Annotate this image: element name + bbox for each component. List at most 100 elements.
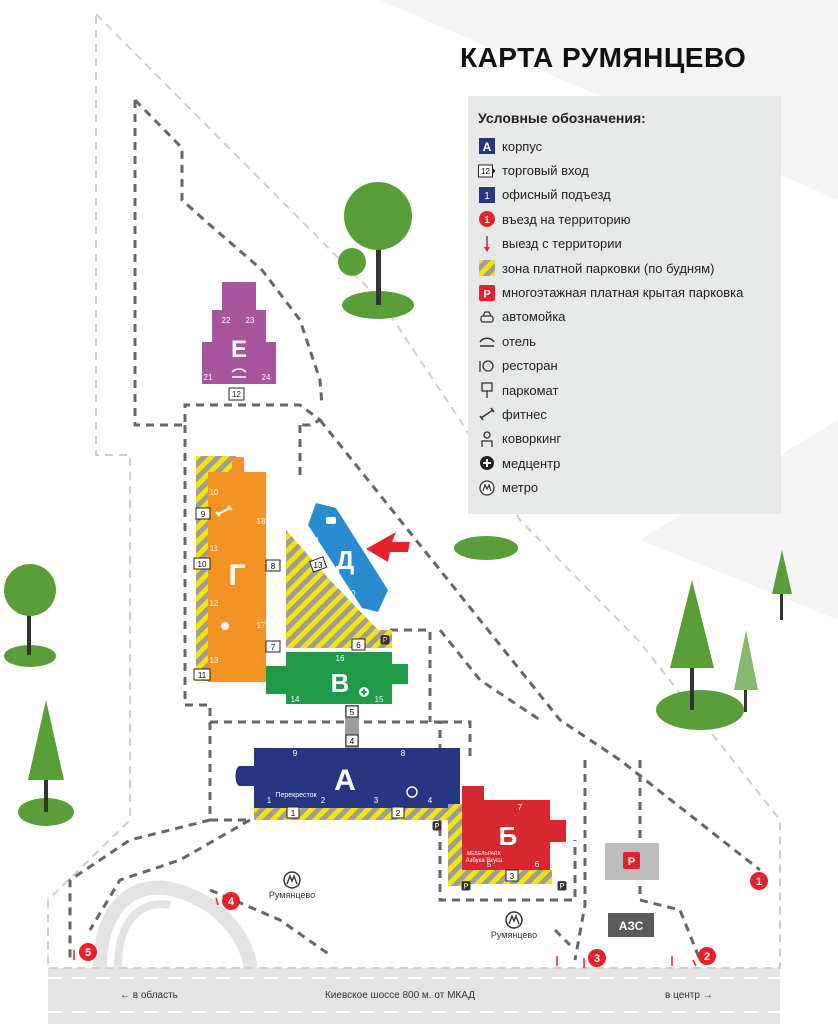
road-direction-left: ← в область: [120, 989, 178, 1001]
svg-text:4: 4: [428, 796, 433, 805]
store-azbuka-vkusa: Азбука Вкуса: [466, 858, 503, 864]
shop-entrance-3: 3: [510, 872, 515, 881]
svg-text:7: 7: [518, 803, 523, 812]
paid-parking-stripes-icon: [478, 259, 496, 277]
svg-text:10: 10: [210, 488, 219, 497]
svg-text:2: 2: [704, 951, 710, 963]
svg-text:3: 3: [594, 953, 600, 965]
svg-text:2: 2: [321, 796, 326, 805]
metro-icon: [505, 911, 523, 929]
svg-text:21: 21: [204, 373, 213, 382]
shop-entrance-4: 4: [350, 737, 355, 746]
car-wash-icon: [326, 517, 336, 524]
parking-p-icon: P: [478, 284, 496, 302]
svg-text:1: 1: [484, 191, 490, 202]
parking-meter-icon: 🅿: [461, 881, 471, 893]
svg-text:10: 10: [198, 560, 207, 569]
legend-item: ресторан: [478, 354, 771, 378]
legend-item-label: фитнес: [502, 406, 547, 422]
shop-entrance-12: 12: [232, 390, 241, 399]
legend-item-label: выезд с территории: [502, 236, 622, 252]
tree-decoration: [4, 182, 792, 826]
parking-meter-icon: [478, 381, 496, 399]
legend-item: паркомат: [478, 378, 771, 402]
building-d-letter: Д: [336, 545, 355, 575]
exit-arrow-icon: [73, 897, 697, 968]
restaurant-icon: [478, 357, 496, 375]
territory-outline: [47, 11, 781, 969]
building-g[interactable]: Г 10 11 12 13 18 17: [208, 457, 266, 682]
legend-item-label: офисный подъезд: [502, 187, 611, 203]
metro-label: Румянцево: [269, 890, 315, 900]
parking-meter-icon: 🅿: [557, 881, 567, 893]
svg-text:9: 9: [201, 510, 206, 519]
entry-marker-3[interactable]: 3: [588, 949, 606, 967]
svg-text:8: 8: [401, 749, 406, 758]
road-name: Киевское шоссе 800 м. от МКАД: [325, 990, 475, 1001]
entry-marker-1[interactable]: 1: [750, 872, 768, 890]
parking-meter-icon: 🅿: [432, 821, 442, 833]
svg-text:А: А: [483, 140, 492, 154]
svg-text:22: 22: [222, 316, 231, 325]
legend-item-label: медцентр: [502, 455, 561, 471]
store-perekrestok: Перекресток: [275, 792, 317, 799]
office-entrance-icon: 1: [478, 186, 496, 204]
svg-text:20: 20: [347, 589, 356, 598]
building-a[interactable]: А Перекресток 9 8 1 2 3 4: [235, 748, 461, 808]
entry-marker-2[interactable]: 2: [698, 947, 716, 965]
shop-entrances-g: 9 10 11 8 7: [193, 507, 281, 681]
metro-label: Румянцево: [491, 930, 537, 940]
building-letter-icon: А: [478, 137, 496, 155]
svg-text:6: 6: [535, 860, 540, 869]
legend-item: медцентр: [478, 451, 771, 475]
legend-item: коворкинг: [478, 427, 771, 451]
gas-station[interactable]: [608, 913, 654, 937]
svg-text:14: 14: [291, 695, 300, 704]
svg-text:5: 5: [487, 860, 492, 869]
svg-text:9: 9: [293, 749, 298, 758]
svg-text:7: 7: [271, 643, 276, 652]
svg-text:11: 11: [198, 671, 207, 680]
coworking-icon: [221, 622, 229, 630]
building-e-letter: Е: [231, 336, 247, 363]
svg-text:8: 8: [271, 562, 276, 571]
svg-text:3: 3: [374, 796, 379, 805]
building-e[interactable]: Е 22 23 21 24: [202, 282, 276, 384]
metro-icon: [478, 479, 496, 497]
gas-station-label: АЗС: [619, 919, 644, 933]
svg-text:24: 24: [262, 373, 271, 382]
legend-item: метро: [478, 475, 771, 499]
building-b[interactable]: Б МЕБЕЛЬPARK Азбука Вкуса 7 5 6: [462, 786, 566, 870]
paid-parking-b: [448, 870, 552, 884]
map-title: КАРТА РУМЯНЦЕВО: [460, 42, 747, 73]
legend-item-label: корпус: [502, 138, 543, 154]
legend-item: зона платной парковки (по будням): [478, 256, 771, 280]
legend-item: фитнес: [478, 402, 771, 426]
svg-text:1: 1: [267, 796, 272, 805]
entry-marker-4[interactable]: 4: [222, 892, 240, 910]
entry-marker-5[interactable]: 5: [79, 943, 97, 961]
svg-text:1: 1: [756, 876, 762, 888]
legend-item-label: отель: [502, 333, 536, 349]
building-v[interactable]: В 16 14 15: [266, 652, 408, 704]
coworking-icon: [478, 430, 496, 448]
exit-arrow-icon: [478, 235, 496, 253]
legend-item: выезд с территории: [478, 232, 771, 256]
legend-item-label: зона платной парковки (по будням): [502, 260, 715, 276]
svg-text:23: 23: [246, 316, 255, 325]
shop-entrance-2: 2: [396, 809, 401, 818]
svg-text:12: 12: [210, 599, 219, 608]
building-v-letter: В: [331, 668, 350, 698]
parking-p-icon: P: [628, 856, 635, 868]
svg-text:16: 16: [336, 654, 345, 663]
background-shape: [640, 420, 838, 620]
building-b-letter: Б: [499, 821, 518, 851]
shop-entrance-icon: 12: [478, 162, 496, 180]
shop-entrance-5: 5: [350, 708, 355, 717]
building-d[interactable]: Д 19 20: [308, 503, 388, 612]
svg-text:19: 19: [310, 536, 319, 545]
